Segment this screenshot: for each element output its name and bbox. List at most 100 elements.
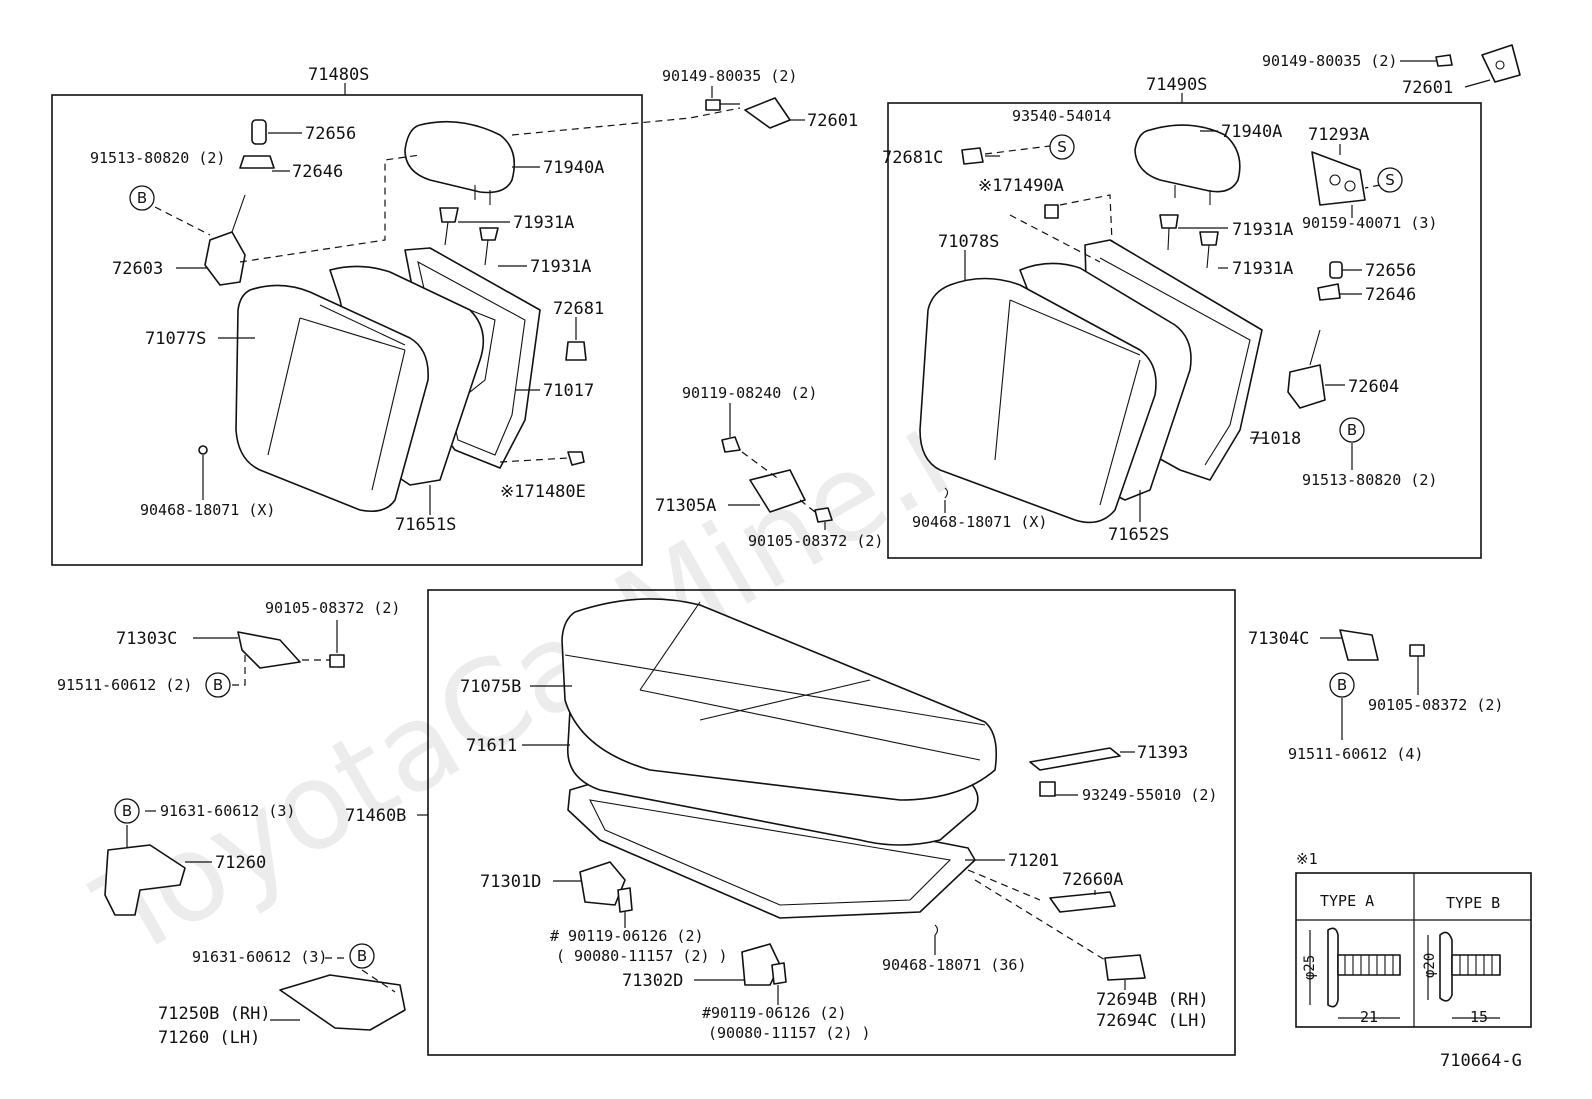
label-71303C: 71303C [116,629,177,649]
label-72646b: 72646 [1365,285,1416,305]
label-72694C: 72694C (LH) [1096,1011,1209,1031]
frame-71460B [427,589,1236,1056]
label-71490S: 71490S [1146,75,1207,95]
label-71302D: 71302D [622,971,683,991]
seatback-left [198,119,587,513]
frame-71480S [51,94,643,566]
label-72694B: 72694B (RH) [1096,990,1209,1010]
svg-text:B: B [357,947,367,965]
label-90149a: 90149-80035 (2) [662,67,797,85]
label-90105b: 90105-08372 (2) [748,532,883,550]
label-72601b: 72601 [1402,78,1453,98]
svg-text:B: B [213,676,223,694]
svg-text:S: S [1057,138,1067,156]
label-71075B: 71075B [460,677,521,697]
label-90468a: 90468-18071 (X) [140,501,275,519]
label-90080b: (90080-11157 (2) ) [708,1024,871,1042]
marker-s-1: S [1049,134,1075,160]
diagram-id: 710664-G [1440,1051,1522,1071]
label-90080a: ( 90080-11157 (2) ) [556,947,728,965]
label-71393: 71393 [1137,743,1188,763]
label-91511b: 91511-60612 (4) [1288,745,1423,763]
label-71651S: 71651S [395,515,456,535]
label-71077S: 71077S [145,329,206,349]
label-71940A-a: 71940A [543,158,604,178]
legend-type-a: TYPE A [1320,892,1374,910]
label-90105c: 90105-08372 (2) [1368,696,1503,714]
label-71611: 71611 [466,736,517,756]
label-90119-08240: 90119-08240 (2) [682,384,817,402]
label-90159: 90159-40071 (3) [1302,214,1437,232]
clip-type-legend: ※1 TYPE A TYPE B φ25 φ20 21 15 [1295,850,1532,1028]
label-72646a: 72646 [292,162,343,182]
label-71940A-b: 71940A [1221,122,1282,142]
marker-b-5: B [114,798,140,824]
label-91511a: 91511-60612 (2) [57,676,192,694]
legend-type-b: TYPE B [1446,894,1500,912]
label-93249: 93249-55010 (2) [1082,786,1217,804]
label-71293A: 71293A [1308,125,1369,145]
svg-text:S: S [1385,171,1395,189]
legend-len-b: 15 [1470,1008,1488,1026]
label-71931A-a1: 71931A [513,213,574,233]
label-90149b: 90149-80035 (2) [1262,52,1397,70]
marker-b-2: B [1339,417,1365,443]
label-72656b: 72656 [1365,261,1416,281]
label-90119-06126a: # 90119-06126 (2) [550,927,704,945]
label-71931A-a2: 71931A [530,257,591,277]
label-71018: 71018 [1250,429,1301,449]
label-71260a: 71260 [215,853,266,873]
hinge-71305A [721,403,833,530]
seat-cushion [561,598,1146,986]
frame-71490S [887,102,1482,559]
label-90468c: 90468-18071 (36) [882,956,1027,974]
hinge-72601-center [705,86,805,129]
marker-b-4: B [1329,672,1355,698]
bracket-71304C [1320,629,1425,740]
label-71250B: 71250B (RH) [158,1004,271,1024]
label-72660A: 72660A [1062,870,1123,890]
legend-title: ※1 [1296,850,1318,868]
label-91513b: 91513-80820 (2) [1302,471,1437,489]
label-71305A: 71305A [655,496,716,516]
label-71201: 71201 [1008,851,1059,871]
brackets-left-outside [104,620,406,1031]
svg-text:B: B [1347,421,1357,439]
label-71931A-b1: 71931A [1232,220,1293,240]
label-71017: 71017 [543,381,594,401]
label-91631a: 91631-60612 (3) [160,802,295,820]
label-90468b: 90468-18071 (X) [912,513,1047,531]
label-93540: 93540-54014 [1012,107,1111,125]
label-171490A: ※171490A [978,176,1064,196]
label-90105a: 90105-08372 (2) [265,599,400,617]
label-71301D: 71301D [480,872,541,892]
svg-text:B: B [1337,676,1347,694]
label-71304C: 71304C [1248,629,1309,649]
legend-dia-b: φ20 [1422,953,1438,978]
marker-s-2: S [1377,167,1403,193]
svg-text:B: B [137,189,147,207]
label-72601a: 72601 [807,111,858,131]
legend-dia-a: φ25 [1302,955,1318,980]
label-72656a: 72656 [305,124,356,144]
label-71931A-b2: 71931A [1232,259,1293,279]
hinge-72601-right [1400,44,1521,88]
svg-text:B: B [122,802,132,820]
seatback-right [919,124,1366,524]
label-71460B: 71460B [345,806,406,826]
label-71480S: 71480S [308,65,369,85]
label-91513a: 91513-80820 (2) [90,149,225,167]
label-90119-06126b: #90119-06126 (2) [702,1004,847,1022]
label-72603: 72603 [112,259,163,279]
label-72681: 72681 [553,299,604,319]
label-171480E: ※171480E [500,482,586,502]
marker-b-1: B [129,185,155,211]
label-91631b: 91631-60612 (3) [192,948,327,966]
label-71260b: 71260 (LH) [158,1028,260,1048]
label-71078S: 71078S [938,232,999,252]
marker-b-3: B [205,672,231,698]
label-72681C: 72681C [882,148,943,168]
marker-b-6: B [349,943,375,969]
